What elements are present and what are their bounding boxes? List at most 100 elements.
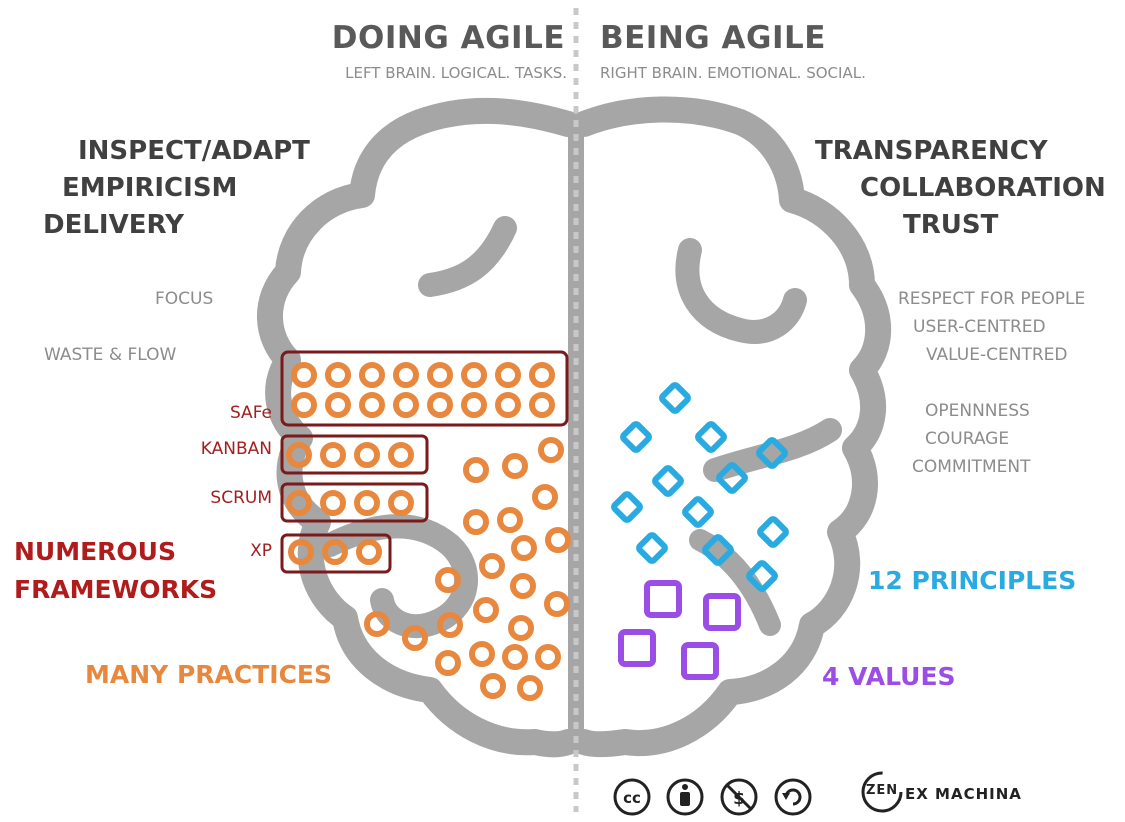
- practice-ring: [502, 644, 528, 670]
- principle-diamond: [716, 462, 748, 494]
- practice-ring: [291, 362, 317, 388]
- numerous-label: NUMEROUS: [14, 537, 176, 566]
- practice-ring: [544, 591, 570, 617]
- right-keyword-2: COLLABORATION: [860, 173, 1106, 203]
- practice-ring: [529, 362, 555, 388]
- practice-ring: [286, 442, 312, 468]
- practice-ring: [359, 362, 385, 388]
- being-agile-subtitle: RIGHT BRAIN. EMOTIONAL. SOCIAL.: [600, 64, 866, 82]
- principle-diamond: [659, 382, 691, 414]
- right-keyword-3: TRUST: [903, 210, 999, 240]
- practice-ring: [364, 611, 390, 637]
- practice-ring: [497, 507, 523, 533]
- left-keyword-2: EMPIRICISM: [62, 173, 238, 203]
- value-square: [644, 580, 682, 618]
- practice-ring: [288, 539, 314, 565]
- scrum-box: [280, 482, 429, 523]
- practice-ring: [359, 392, 385, 418]
- xp-label: XP: [250, 541, 272, 561]
- practice-ring: [495, 362, 521, 388]
- kanban-label: KANBAN: [200, 439, 272, 459]
- practice-ring: [402, 625, 428, 651]
- principle-diamond: [682, 496, 714, 528]
- principle-diamond: [620, 421, 652, 453]
- left-fold: [418, 216, 517, 297]
- principle-diamond: [652, 465, 684, 497]
- practice-ring: [325, 362, 351, 388]
- principle-diamonds: [611, 382, 789, 592]
- practice-ring: [393, 362, 419, 388]
- doing-agile-title: DOING AGILE: [331, 20, 565, 56]
- left-curl: [318, 514, 478, 639]
- principle-diamond: [756, 437, 788, 469]
- many-practices-label: MANY PRACTICES: [85, 660, 333, 689]
- practice-ring: [510, 573, 536, 599]
- left-keyword-1: INSPECT/ADAPT: [78, 136, 310, 166]
- practice-ring: [437, 612, 463, 638]
- principle-diamond: [695, 421, 727, 453]
- respect-line-2: USER-CENTRED: [913, 317, 1046, 337]
- practice-rings: [286, 362, 571, 701]
- openness-line-1: OPENNNESS: [925, 401, 1030, 421]
- practice-ring: [535, 644, 561, 670]
- practice-ring: [479, 553, 505, 579]
- right-hemisphere: [571, 96, 892, 758]
- practice-ring: [320, 442, 346, 468]
- values-label: 4 VALUES: [822, 662, 956, 691]
- practice-ring: [461, 392, 487, 418]
- safe-label: SAFe: [229, 403, 272, 423]
- respect-line-3: VALUE-CENTRED: [926, 345, 1068, 365]
- principle-diamond: [636, 532, 668, 564]
- practice-ring: [502, 453, 528, 479]
- practice-ring: [435, 567, 461, 593]
- practice-ring: [427, 362, 453, 388]
- practice-ring: [508, 615, 534, 641]
- focus-label: FOCUS: [155, 289, 214, 309]
- waste-flow-label: WASTE & FLOW: [44, 345, 177, 365]
- frameworks-label: FRAMEWORKS: [14, 575, 218, 604]
- creative-commons-icon: cc: [613, 778, 651, 816]
- openness-line-2: COURAGE: [925, 429, 1010, 449]
- practice-ring: [286, 490, 312, 516]
- practice-ring: [427, 392, 453, 418]
- attribution-icon: [666, 778, 704, 816]
- zen-mark: ZEN: [866, 783, 899, 798]
- non-commercial-icon: $: [720, 778, 758, 816]
- practice-ring: [529, 392, 555, 418]
- practice-ring: [388, 490, 414, 516]
- principle-diamond: [757, 516, 789, 548]
- practice-ring: [517, 675, 543, 701]
- practice-ring: [538, 437, 564, 463]
- practice-ring: [511, 535, 537, 561]
- svg-text:cc: cc: [623, 789, 641, 807]
- practice-ring: [320, 490, 346, 516]
- scrum-label: SCRUM: [210, 488, 272, 508]
- right-fold-bottom: [689, 529, 781, 636]
- right-keyword-1: TRANSPARENCY: [815, 136, 1048, 166]
- practice-ring: [291, 392, 317, 418]
- practice-ring: [435, 650, 461, 676]
- principle-diamond: [746, 560, 778, 592]
- being-agile-title: BEING AGILE: [600, 20, 826, 56]
- practice-ring: [393, 392, 419, 418]
- zen-logo-icon: [861, 771, 903, 813]
- principles-label: 12 PRINCIPLES: [868, 566, 1077, 595]
- left-keyword-3: DELIVERY: [43, 210, 184, 240]
- value-square: [703, 593, 741, 631]
- value-square: [681, 642, 719, 680]
- safe-box: [280, 350, 569, 427]
- practice-ring: [532, 484, 558, 510]
- principle-diamond: [702, 534, 734, 566]
- practice-ring: [463, 457, 489, 483]
- doing-agile-subtitle: LEFT BRAIN. LOGICAL. TASKS.: [345, 64, 567, 82]
- value-squares: [618, 580, 741, 680]
- xp-box: [280, 533, 392, 574]
- practice-ring: [325, 392, 351, 418]
- value-square: [618, 629, 656, 667]
- practice-ring: [480, 673, 506, 699]
- practice-ring: [354, 490, 380, 516]
- share-alike-icon: [774, 778, 812, 816]
- respect-line-1: RESPECT FOR PEOPLE: [898, 289, 1086, 309]
- practice-ring: [473, 597, 499, 623]
